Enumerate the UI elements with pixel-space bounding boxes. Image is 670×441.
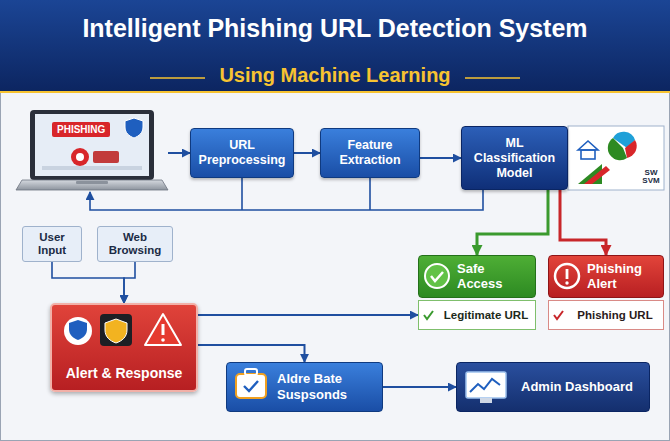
model-icon xyxy=(608,138,627,160)
node-text: User Input xyxy=(25,231,79,257)
process-box: Legitimate URL xyxy=(418,300,536,330)
process-box: URL Preprocessing xyxy=(190,128,294,178)
connector xyxy=(52,262,124,303)
model-label: SW SVM xyxy=(638,169,664,186)
connector xyxy=(383,386,456,388)
connector xyxy=(477,190,548,255)
check-icon xyxy=(425,264,449,288)
screen-bar xyxy=(42,166,142,170)
process-box: Phishing URL xyxy=(548,300,664,330)
alert-icon xyxy=(565,281,568,284)
node-text: Feature Extraction xyxy=(324,138,416,168)
warning-icon xyxy=(145,314,181,345)
action-icon xyxy=(236,374,266,398)
shield-icon xyxy=(69,320,87,340)
feedback-drop xyxy=(241,178,243,210)
dashboard-icon xyxy=(466,372,506,398)
node-text: Web Browsing xyxy=(100,231,170,257)
check-icon xyxy=(431,272,443,281)
node-text: Aldre Bate Suspsonds xyxy=(277,371,376,402)
node-text: Admin Dashboard xyxy=(521,379,633,395)
model-icon xyxy=(584,166,610,184)
process-box: ML Classification Model xyxy=(461,126,568,190)
shield-icon xyxy=(64,317,92,345)
process-box: User Input xyxy=(22,226,82,262)
subtitle: Using Machine Learning xyxy=(0,64,670,87)
connector xyxy=(124,262,135,303)
connector xyxy=(294,152,320,154)
node-text: Phishing Alert xyxy=(587,262,659,292)
model-icon-panel xyxy=(568,126,664,190)
process-box: Feature Extraction xyxy=(320,128,420,178)
connector xyxy=(560,190,606,255)
model-icon xyxy=(625,140,637,158)
band-rule xyxy=(0,91,670,93)
process-box: Phishing Alert xyxy=(548,255,664,298)
title-band xyxy=(0,0,670,92)
node-text: Phishing URL xyxy=(577,309,652,321)
dashboard-icon xyxy=(470,379,500,392)
node-text: PHISHING xyxy=(52,122,110,137)
process-box: Web Browsing xyxy=(97,226,173,262)
screen-icon xyxy=(71,148,89,166)
process-box: Alert & Response xyxy=(50,303,198,392)
warning-icon xyxy=(162,324,165,335)
alert-icon xyxy=(566,269,569,279)
shield-icon xyxy=(125,118,143,138)
action-icon xyxy=(245,369,257,375)
subtitle-rule xyxy=(150,77,205,79)
node-text: Safe Access xyxy=(457,262,531,292)
process-box: Safe Access xyxy=(418,255,536,298)
subtitle-rule xyxy=(465,77,520,79)
laptop-bezel xyxy=(30,110,154,180)
action-icon xyxy=(244,381,258,391)
diagram-title: Intelligent Phishing URL Detection Syste… xyxy=(0,14,670,43)
check-mark xyxy=(554,311,563,319)
laptop-touchpad xyxy=(76,181,108,184)
laptop-base xyxy=(16,180,168,190)
laptop-screen xyxy=(35,114,149,176)
connector xyxy=(90,190,483,210)
model-icon xyxy=(581,150,595,159)
alert-icon xyxy=(555,264,579,288)
connector xyxy=(198,314,418,316)
connector xyxy=(198,345,305,362)
process-box: Aldre Bate Suspsonds xyxy=(226,362,383,412)
check-mark xyxy=(424,311,433,319)
dashboard-icon xyxy=(480,398,492,403)
connector xyxy=(168,152,190,154)
feedback-drop xyxy=(369,178,371,210)
security-icon xyxy=(100,314,132,346)
process-box: Admin Dashboard xyxy=(456,362,650,412)
node-text: Legitimate URL xyxy=(444,309,528,321)
warning-icon xyxy=(161,338,165,342)
node-text: URL Preprocessing xyxy=(194,138,290,168)
node-text: Alert & Response xyxy=(66,365,183,381)
security-icon xyxy=(105,319,127,343)
screen-icon xyxy=(93,151,119,163)
screen-icon xyxy=(76,153,84,161)
node-text: ML Classification Model xyxy=(465,136,564,181)
connector xyxy=(420,157,461,159)
process-box: PHISHING xyxy=(16,108,168,192)
model-icon xyxy=(578,141,598,150)
